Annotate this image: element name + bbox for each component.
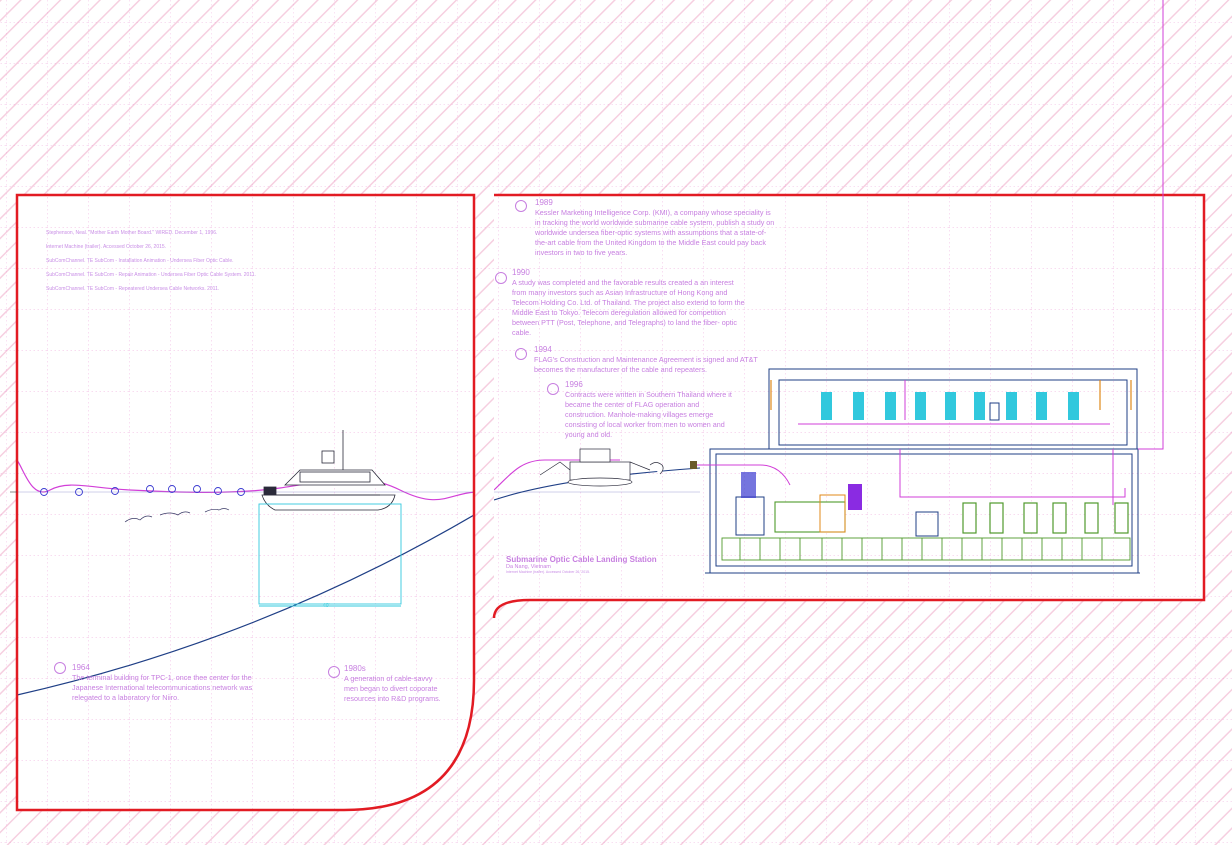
timeline-text: Kessler Marketing Intelligence Corp. (KM…: [535, 208, 775, 257]
reference-item: Stephenson, Neal. "Mother Earth Mother B…: [46, 230, 218, 236]
timeline-year: 1989: [535, 198, 553, 207]
cable-entry-box: [690, 461, 697, 469]
vertical-feed-line: [1138, 0, 1164, 450]
left-panel: [15, 193, 476, 812]
station-title: Submarine Optic Cable Landing Station: [506, 555, 657, 564]
station-source: Internet Machine (trailer). Accessed Oct…: [506, 570, 591, 574]
timeline-marker-1989: [515, 200, 527, 212]
timeline-marker-1994: [515, 348, 527, 360]
timeline-year: 1980s: [344, 664, 366, 673]
equipment-racks-upper: [821, 392, 1079, 420]
right-panel-frame: [492, 193, 1206, 619]
timeline-year: 1994: [534, 345, 552, 354]
timeline-entry-1980s: 1980s A generation of cable-savvy men be…: [344, 664, 448, 704]
timeline-marker-1996: [547, 383, 559, 395]
timeline-entry-1964: 1964 The terminal building for TPC-1, on…: [72, 663, 272, 703]
divers-figures: [124, 508, 230, 523]
timeline-text: A study was completed and the favorable …: [512, 278, 745, 337]
timeline-marker-1980s: [328, 666, 340, 678]
reference-item: SubComChannel. TE SubCom - Repair Animat…: [46, 272, 256, 278]
references-list: Stephenson, Neal. "Mother Earth Mother B…: [46, 230, 356, 300]
reference-item: SubComChannel. TE SubCom - Installation …: [46, 258, 234, 264]
ship-dimension-box: [258, 503, 402, 607]
timeline-marker-1990: [495, 272, 507, 284]
timeline-text: A generation of cable-savvy men began to…: [344, 674, 441, 703]
foundation-blocks: [721, 537, 1131, 561]
timeline-text: Contracts were written in Southern Thail…: [565, 390, 732, 439]
reference-item: SubComChannel. TE SubCom - Repeatered Un…: [46, 286, 220, 292]
landing-station-building: [705, 368, 1140, 574]
right-panel: [492, 0, 1206, 619]
timeline-entry-1989: 1989 Kessler Marketing Intelligence Corp…: [535, 198, 775, 258]
internal-cable-runs: [690, 380, 1126, 505]
excavator-machine: [539, 448, 664, 487]
generator-unit: [741, 472, 862, 533]
equipment-racks-lower: [962, 502, 1129, 534]
shore-water-line: [494, 459, 620, 491]
timeline-year: 1964: [72, 663, 90, 672]
station-caption: Submarine Optic Cable Landing Station Da…: [506, 555, 706, 574]
reference-item: Internet Machine (trailer). Accessed Oct…: [46, 244, 167, 250]
station-location: Da Nang, Vietnam: [506, 564, 551, 570]
timeline-text: FLAG's Construction and Maintenance Agre…: [534, 355, 758, 374]
seabed-cable-curve: [17, 514, 474, 696]
timeline-entry-1996: 1996 Contracts were written in Southern …: [565, 380, 737, 440]
timeline-text: The terminal building for TPC-1, once th…: [72, 673, 253, 702]
buoy-markers: [40, 485, 245, 496]
left-panel-frame: [15, 193, 476, 812]
dimension-label: 40': [323, 603, 330, 609]
cable-ship: [261, 430, 396, 511]
timeline-year: 1990: [512, 268, 530, 277]
timeline-marker-1964: [54, 662, 66, 674]
stairs: [770, 380, 1132, 410]
timeline-entry-1990: 1990 A study was completed and the favor…: [512, 268, 750, 338]
timeline-entry-1994: 1994 FLAG's Construction and Maintenance…: [534, 345, 768, 375]
timeline-year: 1996: [565, 380, 583, 389]
